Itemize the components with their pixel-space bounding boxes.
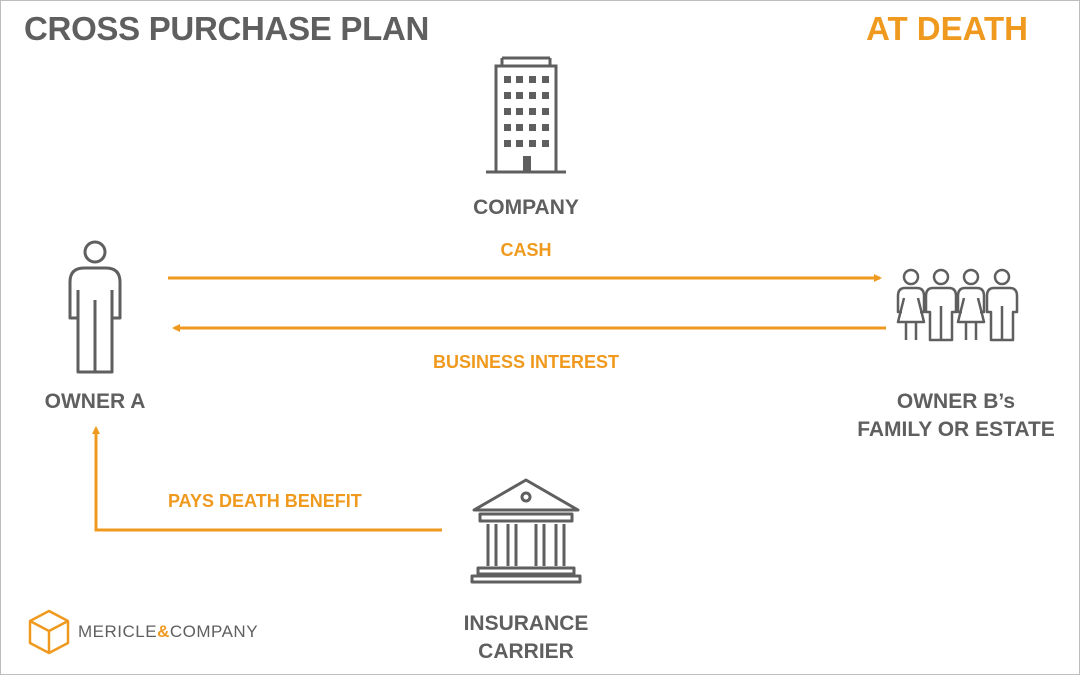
page-title: CROSS PURCHASE PLAN [24, 10, 430, 47]
cash-label: CASH [500, 240, 552, 260]
owner-b-label-line2: FAMILY OR ESTATE [857, 418, 1055, 441]
insurer-label-line1: INSURANCE [463, 612, 589, 635]
business-interest-label: BUSINESS INTEREST [432, 352, 620, 372]
logo-wordmark: MERICLE&COMPANY [78, 622, 259, 641]
family-icon [896, 268, 1019, 342]
insurer-label-line2: CARRIER [478, 640, 574, 663]
page-subtitle: AT DEATH [866, 10, 1028, 47]
owner-b-label-line1: OWNER B’s [896, 390, 1016, 413]
bank-icon [470, 478, 582, 584]
company-label: COMPANY [473, 196, 579, 219]
person-icon [68, 240, 122, 374]
death-benefit-arrow [92, 426, 442, 532]
owner-a-label: OWNER A [44, 390, 146, 413]
company-logo: MERICLE&COMPANY [28, 608, 258, 656]
cube-logo-icon [28, 609, 70, 655]
death-benefit-label: PAYS DEATH BENEFIT [168, 491, 362, 511]
building-icon [486, 56, 566, 174]
